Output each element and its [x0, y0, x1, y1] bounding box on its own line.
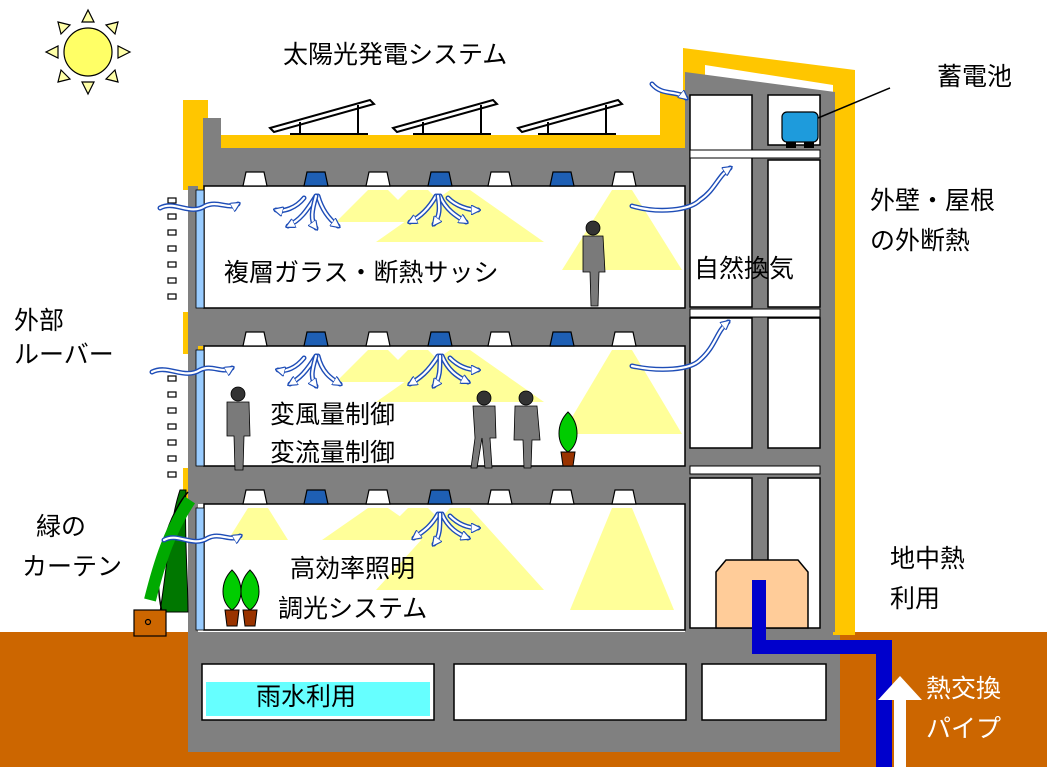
air-flow-arrow [448, 514, 478, 528]
exterior-insulation-label-line2: の外断熱 [870, 226, 971, 255]
air-diffuser-icon [427, 331, 453, 347]
light-fixture-icon [611, 489, 637, 505]
air-flow-arrow [316, 354, 340, 384]
air-flow-arrow [410, 354, 440, 384]
sun-icon [44, 8, 132, 96]
basement [188, 632, 840, 752]
air-flow-arrow [434, 194, 439, 224]
air-flow-arrow [278, 356, 306, 371]
air-flow-arrow [162, 536, 240, 541]
air-flow-arrow [276, 196, 306, 211]
geothermal-label-line2: 利用 [890, 584, 941, 613]
light-cone [376, 508, 544, 590]
light-fixture-icon [365, 331, 391, 347]
ceiling-fixtures [242, 171, 637, 505]
heat-exchange-label-line2: パイプ [926, 714, 1002, 743]
heat-exchange-pipe [752, 580, 892, 767]
rainwater-tank [206, 682, 430, 716]
air-flow-arrow [446, 196, 478, 210]
air-flow-arrow [158, 204, 238, 209]
air-flow-arrow [440, 354, 468, 382]
green-curtain-label-line2: カーテン [22, 552, 123, 581]
light-fixture-icon [242, 171, 268, 187]
light-cone [570, 508, 674, 610]
air-flow-arrow [448, 356, 478, 370]
air-diffuser-icon [427, 171, 453, 187]
air-flow-arrow [434, 354, 440, 386]
light-fixture-icon [487, 171, 513, 187]
air-diffuser-icon [303, 171, 329, 187]
air-flow-arrow [434, 512, 440, 544]
air-flow-arrow [650, 82, 686, 98]
light-fixture-icon [242, 489, 268, 505]
air-flow-arrow [438, 194, 466, 222]
potted-plant-icon [222, 411, 578, 627]
air-diffuser-icon [549, 331, 575, 347]
exterior-insulation-label-line1: 外壁・屋根 [870, 186, 996, 215]
air-flow-arrow [410, 194, 438, 222]
air-diffuser-icon [549, 171, 575, 187]
double-glazing-label: 複層ガラス・断熱サッシ [224, 258, 499, 287]
light-cone [562, 350, 682, 434]
light-fixture-icon [611, 171, 637, 187]
vav-control-label: 変風量制御 [270, 400, 396, 429]
person-icon [226, 220, 606, 471]
external-louver-label-line2: ルーバー [14, 340, 114, 369]
dimming-system-label: 調光システム [278, 594, 428, 623]
green-curtain [133, 489, 196, 637]
light-cone [228, 508, 288, 540]
light-fixture-icon [365, 489, 391, 505]
solar-panel-icon [268, 98, 624, 135]
air-flow-arrow [440, 512, 468, 538]
battery-icon [781, 87, 891, 148]
light-fixture-icon [487, 489, 513, 505]
air-diffuser-icon [427, 489, 453, 505]
solar-power-label: 太陽光発電システム [283, 40, 508, 69]
heat-exchange-label-line1: 熱交換 [926, 674, 1002, 703]
air-flow-arrow-icon [149, 81, 730, 544]
air-diffuser-icon [303, 331, 329, 347]
green-curtain-label-line1: 緑の [36, 512, 87, 541]
double-glazing-window [195, 189, 205, 309]
natural-ventilation-label: 自然換気 [694, 254, 795, 283]
light-fixture-icon [242, 331, 268, 347]
air-flow-arrow [630, 322, 728, 371]
air-flow-arrow [316, 194, 338, 226]
air-diffuser-icon [303, 489, 329, 505]
air-flow-arrow [312, 354, 316, 386]
battery-label: 蓄電池 [937, 62, 1013, 91]
geothermal-label-line1: 地中熱 [890, 544, 966, 573]
external-louvers [167, 197, 177, 478]
light-fixture-icon [549, 489, 575, 505]
vwv-control-label: 変流量制御 [270, 438, 396, 467]
high-efficiency-lighting-label: 高効率照明 [290, 554, 416, 583]
light-fixture-icon [611, 331, 637, 347]
building-structure [188, 72, 835, 632]
air-flow-arrow [630, 168, 730, 212]
external-louver-label-line1: 外部 [14, 306, 65, 335]
light-fixture-icon [365, 171, 391, 187]
light-fixture-icon [487, 331, 513, 347]
air-flow-arrow [312, 194, 316, 228]
geothermal-unit [715, 559, 922, 767]
rainwater-label: 雨水利用 [256, 682, 357, 711]
air-flow-arrow [150, 368, 232, 373]
air-flow-arrow [414, 512, 440, 538]
